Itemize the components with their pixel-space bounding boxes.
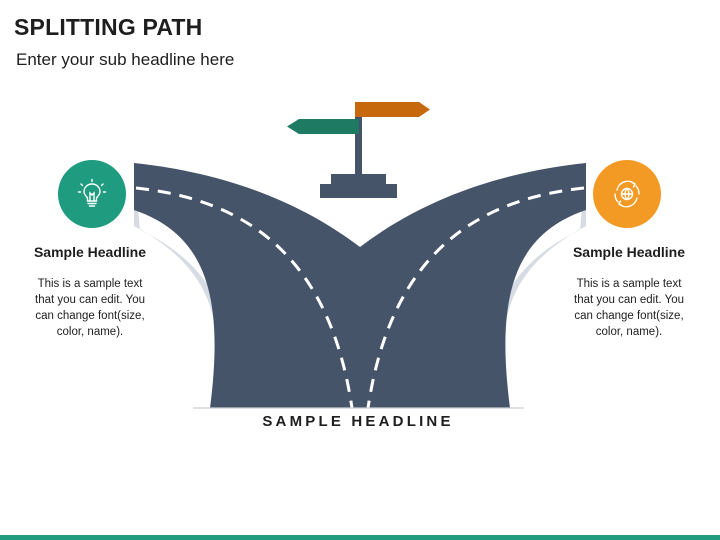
lane-marking-right <box>366 186 585 409</box>
signpost-pole <box>355 112 362 174</box>
right-headline: Sample Headline <box>572 244 686 260</box>
right-text-line: can change font(size, <box>574 310 684 322</box>
lightbulb-icon <box>77 178 107 207</box>
left-text-line: This is a sample text <box>37 278 143 290</box>
sign-arrow-right <box>355 102 430 117</box>
bottom-headline: SAMPLE HEADLINE <box>262 413 454 430</box>
left-text-line: that you can edit. You <box>35 294 145 306</box>
right-icon-circle <box>593 160 661 228</box>
sign-arrow-left <box>287 119 359 134</box>
page-title: SPLITTING PATH <box>14 14 203 40</box>
page-subtitle: Enter your sub headline here <box>16 50 235 69</box>
footer-accent-bar <box>0 535 720 540</box>
signpost-base-bottom <box>320 184 397 198</box>
signpost-base-top <box>331 174 386 184</box>
left-text-line: color, name). <box>56 326 124 338</box>
left-body-text: This is a sample text that you can edit.… <box>20 276 160 340</box>
right-body-text: This is a sample text that you can edit.… <box>559 276 699 340</box>
right-text-line: This is a sample text <box>576 278 682 290</box>
left-icon-circle <box>58 160 126 228</box>
lane-marking-left <box>135 186 354 409</box>
right-text-line: that you can edit. You <box>574 294 684 306</box>
right-text-line: color, name). <box>595 326 663 338</box>
recycle-globe-icon <box>614 180 640 208</box>
left-text-line: can change font(size, <box>35 310 145 322</box>
left-headline: Sample Headline <box>33 244 147 260</box>
